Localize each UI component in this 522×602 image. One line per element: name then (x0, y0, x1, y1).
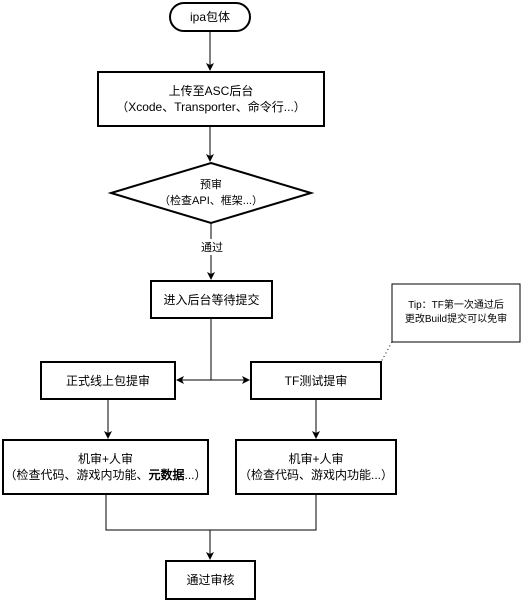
review-release-label: 机审+人审 （检查代码、游戏内功能、元数据...） (4, 452, 207, 482)
release-submit-label: 正式线上包提审 (65, 373, 150, 388)
upload-node (97, 71, 325, 127)
tip-note (391, 283, 521, 343)
tip-label: Tip：TF第一次通过后 更改Build提交可以免审 (404, 300, 508, 325)
precheck-label: 预审 （检查API、框架...） (159, 179, 263, 207)
edge-label-pass: 通过 (199, 239, 225, 255)
wait-submit-node (150, 280, 273, 319)
tf-submit-label: TF测试提审 (284, 373, 348, 388)
approved-label: 通过审核 (186, 573, 235, 587)
connectors (104, 31, 393, 560)
upload-label: 上传至ASC后台 （Xcode、Transporter、命令行...） (116, 84, 306, 114)
release-submit-node (40, 361, 176, 400)
review-tf-node (235, 439, 397, 495)
approved-node (165, 560, 256, 600)
wait-submit-label: 进入后台等待提交 (163, 292, 260, 307)
review-tf-label: 机审+人审 （检查代码、游戏内功能...） (238, 452, 393, 482)
edge-merge (105, 494, 317, 531)
start-label: ipa包体 (189, 10, 230, 24)
review-release-node (2, 439, 209, 495)
tip-connector (380, 341, 393, 363)
